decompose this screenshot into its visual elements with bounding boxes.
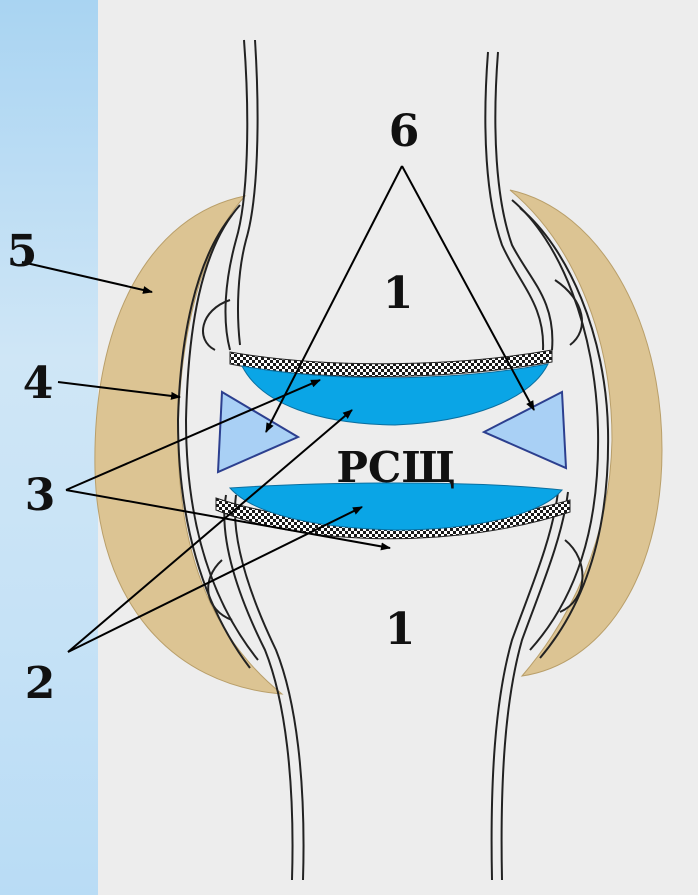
label-4: 4 bbox=[23, 358, 54, 409]
label-joint-space: РСЩ bbox=[336, 443, 455, 492]
bone-top-left-outline bbox=[225, 40, 247, 350]
label-1-bottom: 1 bbox=[385, 604, 416, 655]
bone-bottom-right-outline bbox=[502, 492, 568, 880]
label-3: 3 bbox=[25, 470, 56, 521]
label-5: 5 bbox=[7, 226, 38, 277]
arrow-5 bbox=[22, 262, 152, 292]
bone-top-left-outline-inner bbox=[238, 40, 258, 345]
label-6: 6 bbox=[389, 106, 420, 157]
label-2: 2 bbox=[25, 658, 56, 709]
label-1-top: 1 bbox=[383, 268, 414, 319]
